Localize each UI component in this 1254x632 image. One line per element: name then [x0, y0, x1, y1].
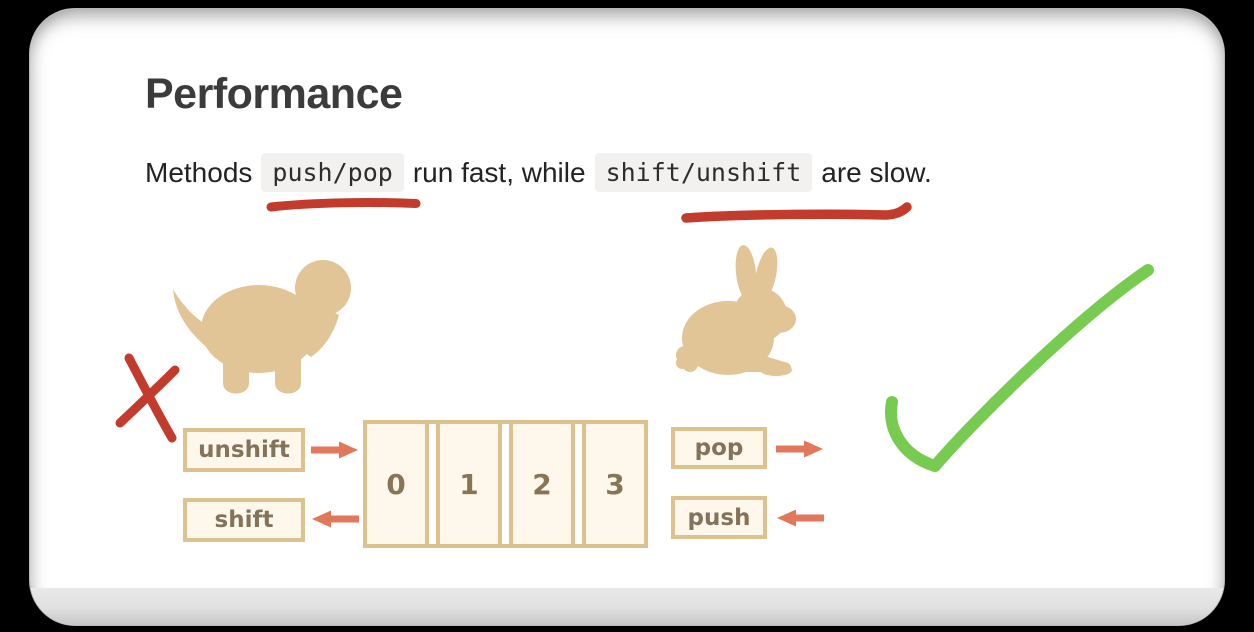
- rabbit-icon: [676, 245, 796, 376]
- arrow-left-shift-icon: [312, 510, 359, 528]
- array-diagram: 0 1 2 3: [363, 420, 648, 548]
- array-cell-1: 1: [436, 424, 502, 544]
- sentence-prefix: Methods: [145, 156, 253, 188]
- unshift-label: unshift: [198, 437, 290, 463]
- check-mark-icon: [885, 264, 1154, 472]
- push-label: push: [687, 504, 751, 531]
- push-op-box: push: [671, 496, 767, 539]
- array-cell-3: 3: [582, 424, 648, 544]
- unshift-op-box: unshift: [183, 428, 305, 472]
- arrow-right-unshift-icon: [311, 441, 358, 459]
- inline-code-push-pop: push/pop: [261, 153, 404, 192]
- array-cell-2: 2: [509, 424, 575, 544]
- underline-slow-marker-icon: [681, 202, 912, 223]
- shift-label: shift: [214, 507, 274, 533]
- pop-op-box: pop: [671, 427, 767, 469]
- array-cell-0: 0: [363, 424, 429, 544]
- shift-op-box: shift: [183, 498, 305, 542]
- pop-label: pop: [694, 435, 744, 461]
- turtle-icon: [173, 260, 351, 394]
- sentence-suffix: are slow.: [821, 156, 932, 188]
- sentence-middle: run fast, while: [412, 156, 586, 188]
- underline-fast-marker-icon: [266, 198, 421, 212]
- inline-code-shift-unshift: shift/unshift: [594, 153, 813, 192]
- arrow-right-pop-icon: [776, 440, 823, 458]
- page-title: Performance: [145, 70, 403, 118]
- arrow-left-push-icon: [777, 509, 824, 527]
- card-bottom-bezel: [30, 588, 1224, 625]
